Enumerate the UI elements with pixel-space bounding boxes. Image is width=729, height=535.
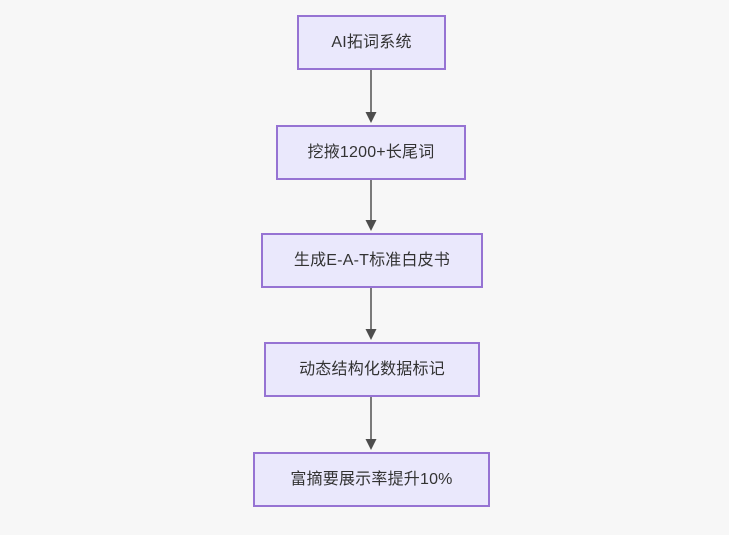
flowchart-node-n3[interactable]: 动态结构化数据标记 [264,342,480,397]
arrow-down-icon [365,180,377,231]
flowchart-edge-n1-n2 [360,180,382,233]
arrow-down-icon [365,397,377,450]
arrow-down-icon [365,70,377,123]
flowchart-node-label: AI拓词系统 [331,33,412,51]
flowchart-edge-n3-n4 [360,397,382,452]
flowchart-node-label: 动态结构化数据标记 [299,360,445,378]
flowchart-node-label: 生成E-A-T标准白皮书 [293,251,451,269]
flowchart-node-n2[interactable]: 生成E-A-T标准白皮书 [261,233,483,288]
flowchart-node-n0[interactable]: AI拓词系统 [297,15,446,70]
flowchart-edge-n2-n3 [360,288,382,342]
arrow-down-icon [365,288,377,340]
flowchart-node-n4[interactable]: 富摘要展示率提升10% [253,452,490,507]
flowchart-edge-n0-n1 [360,70,382,125]
flowchart-node-n1[interactable]: 挖掖1200+长尾词 [276,125,466,180]
flowchart-node-label: 富摘要展示率提升10% [290,470,453,488]
flowchart-node-label: 挖掖1200+长尾词 [307,143,435,161]
